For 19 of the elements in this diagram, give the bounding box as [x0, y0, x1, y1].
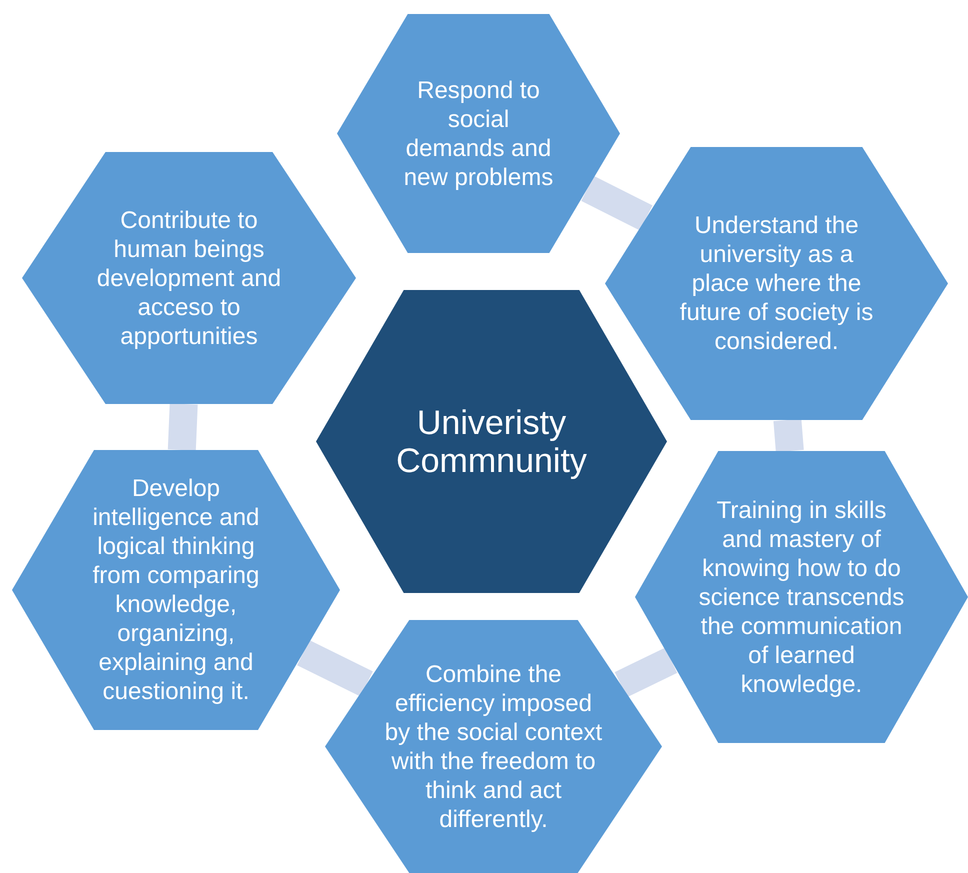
connector: [614, 648, 678, 698]
hexagon: [337, 14, 620, 253]
connector: [581, 176, 653, 230]
hexagon-text: Respond to social demands and new problems: [402, 76, 554, 192]
hexagon: [325, 620, 662, 873]
hexagon: [22, 152, 356, 404]
connector: [773, 418, 804, 452]
hexagon: [605, 147, 948, 420]
hexagon-text: Contribute to human beings development and acceso to apportunities: [96, 206, 282, 350]
hexagon: [12, 450, 340, 730]
hexagon-text: Understand the university as a place where the future of society is considered.: [678, 211, 874, 356]
connector: [168, 403, 198, 451]
hexagon-text: Develop intelligence and logical thinking from comparing knowledge, organizing, explaining and cuestioning it.: [92, 474, 260, 706]
hexagon-text: Combine the efficiency imposed by the social context with the freedom to think and act differently.: [384, 660, 604, 834]
connector: [297, 640, 373, 697]
hexagon-text: Univeristy Commnunity: [395, 404, 588, 480]
hexagon: [635, 451, 968, 743]
center-hexagon: [316, 290, 667, 593]
hexagon-text: Training in skills and mastery of knowing how to do science transcends the communication of learned knowledge.: [698, 496, 906, 698]
